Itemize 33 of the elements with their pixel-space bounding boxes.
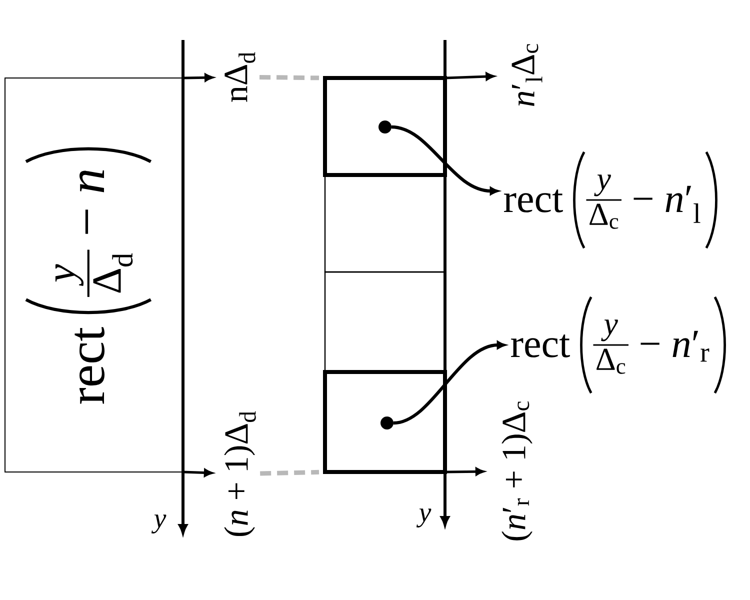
box	[323, 370, 447, 474]
box	[323, 76, 447, 177]
fraction-denominator: Δ$_{c}$	[590, 204, 618, 229]
function-name: rect	[511, 334, 570, 358]
axis-label: y	[416, 508, 432, 528]
fraction-denominator: Δ$_{d}$	[93, 253, 133, 293]
formula-box	[4, 78, 184, 472]
box	[324, 174, 446, 273]
dashed-line	[259, 74, 320, 80]
box	[324, 271, 446, 373]
tick-label: (n + 1)Δ$_{d}$	[224, 411, 256, 536]
arrow	[182, 74, 214, 82]
fraction-numerator: y	[594, 174, 611, 196]
arrow	[182, 468, 213, 477]
fraction-numerator: y	[601, 320, 618, 342]
tick-label: (n′$_{r}$ + 1)Δ$_{c}$	[502, 401, 532, 540]
function-name: rect	[504, 189, 563, 212]
axis-label: y	[151, 514, 166, 534]
formula-term: − n	[80, 170, 104, 234]
function-name: rect	[74, 327, 104, 404]
arrow	[444, 72, 494, 80]
arrow	[393, 341, 506, 425]
dashed-line	[260, 470, 320, 476]
dot	[380, 416, 394, 430]
formula-term: − n′$_{r}$	[640, 330, 710, 362]
tick-label: n′$_{l}$Δ$_{c}$	[512, 44, 542, 106]
arrow	[444, 468, 484, 476]
tick-label: nΔ$_{d}$	[224, 52, 256, 102]
dot	[378, 120, 392, 134]
formula-term: − n′$_{l}$	[634, 186, 700, 223]
fraction-denominator: Δ$_{c}$	[596, 348, 626, 374]
fraction-numerator: y	[55, 264, 84, 286]
arrow	[391, 125, 499, 195]
